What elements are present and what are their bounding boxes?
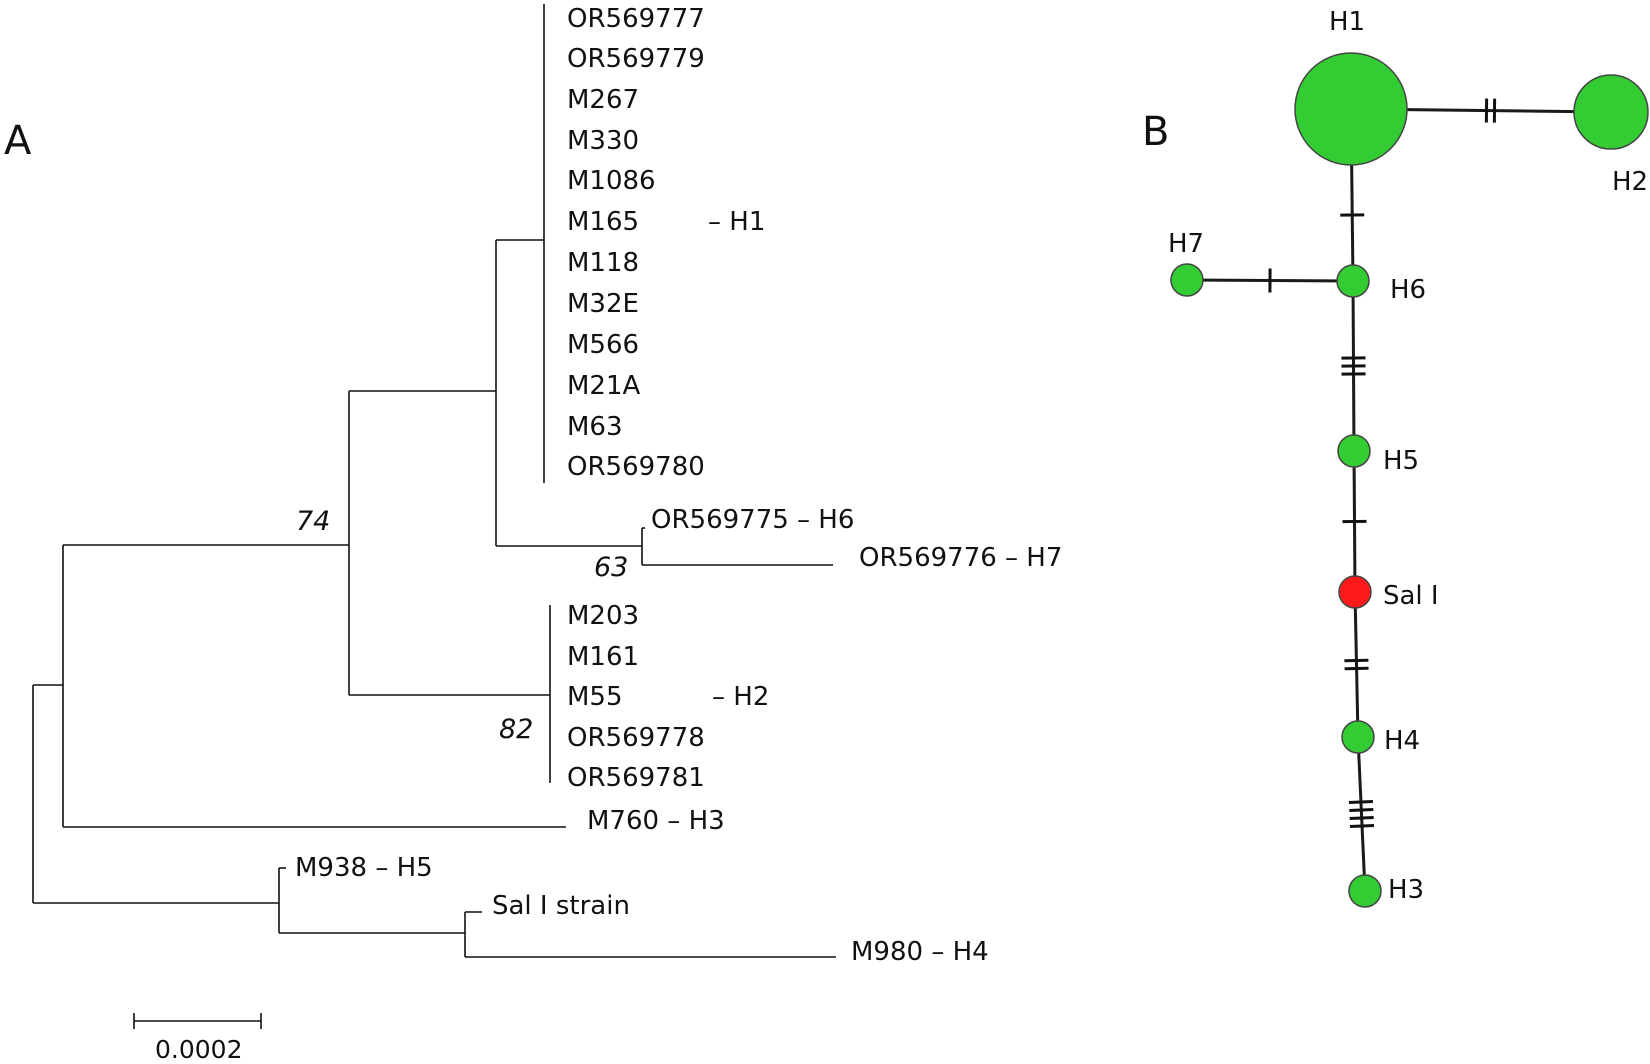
- network-edge-h4-h3: [1356, 736, 1367, 892]
- taxon-label: M165: [567, 207, 639, 237]
- taxon-label: M330: [567, 126, 639, 156]
- haplotype-node-h6: [1336, 264, 1370, 298]
- taxon-label: M267: [567, 85, 639, 115]
- haplotype-node-h5: [1337, 434, 1371, 468]
- scale-bar: 0.0002: [133, 1013, 262, 1064]
- network-nodes: [1170, 52, 1649, 908]
- panel-a: A: [4, 4, 1062, 1064]
- taxon-label: M32E: [567, 289, 639, 319]
- taxon-h5-label: M938 – H5: [295, 853, 433, 883]
- taxon-h7-label: OR569776 – H7: [859, 543, 1062, 573]
- h1-taxa: OR569777 OR569779 M267 M330 M1086 M165 M…: [567, 4, 765, 482]
- node-label-h1: H1: [1329, 7, 1365, 37]
- tree-branches: [32, 4, 836, 958]
- panel-a-label: A: [4, 118, 32, 164]
- taxon-label: M21A: [567, 371, 641, 401]
- taxon-label: M566: [567, 330, 639, 360]
- mutation-tick: [1348, 799, 1374, 805]
- haplotype-node-h7: [1170, 263, 1204, 297]
- h1-haplotype-label: – H1: [708, 207, 765, 237]
- node-label-h4: H4: [1384, 726, 1420, 756]
- taxon-h3-label: M760 – H3: [587, 806, 725, 836]
- taxon-label: M55: [567, 682, 623, 712]
- bootstrap-74: 74: [296, 506, 330, 537]
- taxon-h6-label: OR569775 – H6: [651, 505, 854, 535]
- taxon-label: OR569778: [567, 723, 705, 753]
- taxon-label: M1086: [567, 166, 656, 196]
- network-edge-sali-h4: [1353, 591, 1360, 738]
- panel-b-label: B: [1142, 109, 1169, 155]
- node-label-h6: H6: [1390, 275, 1426, 305]
- taxon-label: M161: [567, 642, 639, 672]
- taxon-sal-label: Sal I strain: [492, 891, 630, 921]
- haplotype-node-h2: [1573, 74, 1649, 150]
- haplotype-node-sali: [1338, 575, 1372, 609]
- taxon-label: M203: [567, 601, 639, 631]
- taxon-label: M63: [567, 412, 623, 442]
- taxon-label: M118: [567, 248, 639, 278]
- taxon-label: OR569781: [567, 763, 705, 793]
- node-label-h7: H7: [1168, 229, 1204, 259]
- taxon-label: OR569780: [567, 452, 705, 482]
- bootstrap-63: 63: [594, 552, 628, 583]
- scale-bar-label: 0.0002: [155, 1035, 242, 1064]
- haplotype-node-h1: [1294, 52, 1408, 166]
- node-label-h2: H2: [1612, 167, 1648, 197]
- mutation-ticks: [1268, 98, 1497, 829]
- bootstrap-82: 82: [499, 714, 533, 745]
- node-label-h5: H5: [1383, 446, 1419, 476]
- haplotype-node-h4: [1341, 720, 1375, 754]
- taxon-label: OR569779: [567, 44, 705, 74]
- mutation-tick: [1349, 807, 1374, 813]
- h2-haplotype-label: – H2: [712, 682, 769, 712]
- taxon-h4-label: M980 – H4: [851, 937, 989, 967]
- haplotype-node-h3: [1348, 874, 1382, 908]
- mutation-tick: [1349, 815, 1374, 821]
- panel-b: B H1 H2 H7 H6 H5 Sal I H4 H3: [1142, 7, 1649, 908]
- network-edges: [1186, 107, 1612, 892]
- h2-taxa: M203 M161 M55 OR569778 OR569781 – H2: [567, 601, 769, 793]
- node-label-sal: Sal I: [1383, 581, 1439, 611]
- mutation-tick: [1349, 823, 1375, 829]
- taxon-label: OR569777: [567, 4, 705, 34]
- node-label-h3: H3: [1388, 875, 1424, 905]
